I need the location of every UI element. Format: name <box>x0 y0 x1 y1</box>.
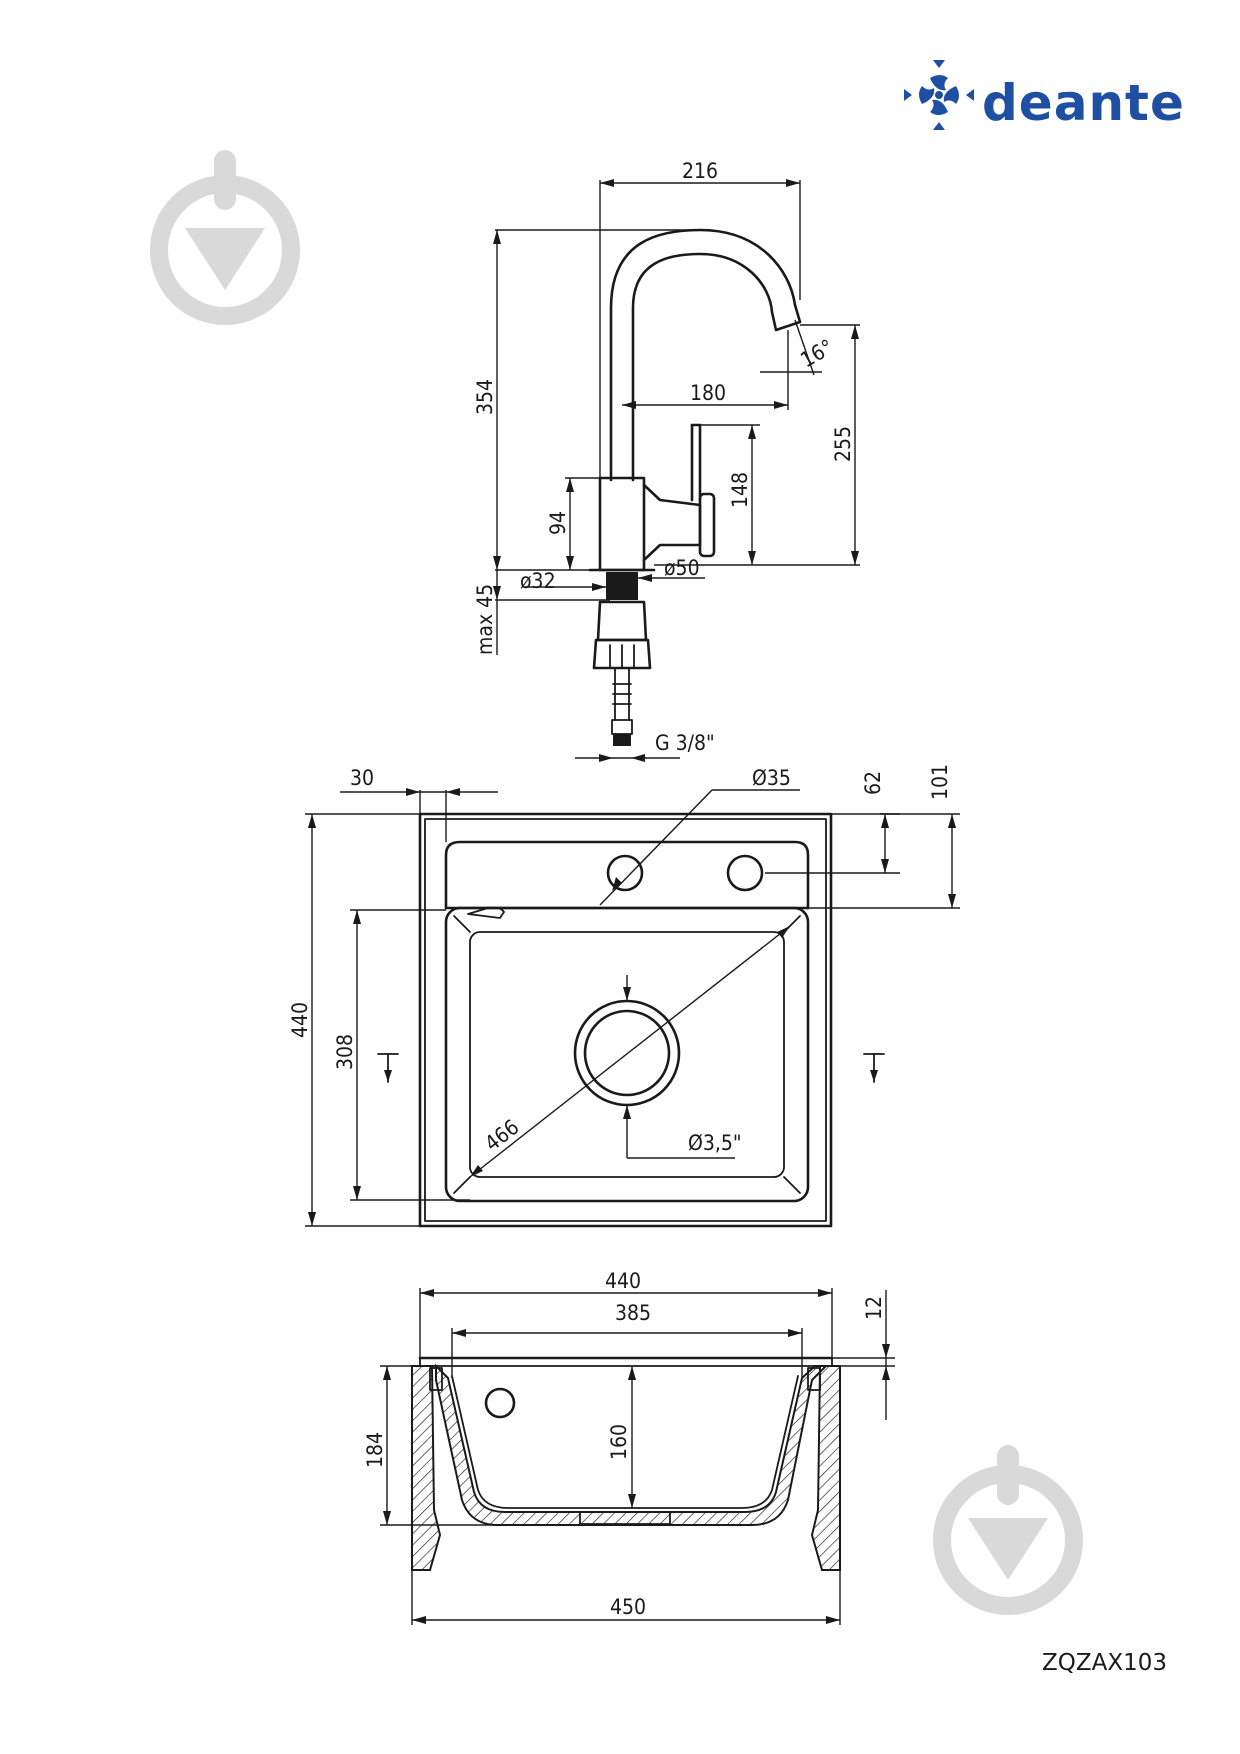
watermark-bottom-right <box>933 1445 1083 1615</box>
shield-check-icon <box>150 150 300 325</box>
sink-top-view: 466 Ø3,5" 30 Ø35 62 101 <box>288 764 960 1228</box>
brand-name: deante <box>982 74 1185 132</box>
dim-spout-height: 255 <box>831 426 855 462</box>
dim-bowl-offset: 101 <box>928 764 952 800</box>
shield-check-icon <box>933 1445 1083 1615</box>
sink-section-view: 440 385 12 184 160 450 <box>363 1269 895 1625</box>
product-code: ZQZAX103 <box>1042 1650 1167 1676</box>
dim-faucet-width: 216 <box>682 159 718 183</box>
dim-section-width: 440 <box>605 1269 641 1293</box>
dim-diagonal: 466 <box>480 1115 523 1156</box>
dim-max-thickness: max 45 <box>473 584 497 655</box>
dim-base-diameter: ø50 <box>664 556 700 580</box>
dim-body-height: 94 <box>546 511 570 535</box>
dim-tap-hole: Ø35 <box>752 766 791 790</box>
dim-rim-thickness: 12 <box>862 1296 886 1320</box>
dim-bowl-length: 308 <box>333 1034 357 1070</box>
section-mark-right <box>863 1053 885 1083</box>
dim-bowl-width: 385 <box>615 1301 651 1325</box>
dim-faucet-reach: 180 <box>690 381 726 405</box>
dim-connection: G 3/8" <box>655 731 715 755</box>
dim-cabinet-height: 184 <box>363 1432 387 1468</box>
dim-bowl-depth: 160 <box>607 1424 631 1460</box>
dim-tap-hole-offset: 62 <box>861 771 885 795</box>
watermark-top-left <box>150 150 300 325</box>
dim-faucet-height: 354 <box>473 379 497 415</box>
brand-logo: deante <box>904 60 1185 132</box>
dim-sink-depth: 440 <box>288 1002 312 1038</box>
dim-lever-height: 148 <box>728 472 752 508</box>
dim-edge-offset: 30 <box>350 766 374 790</box>
dim-drain: Ø3,5" <box>688 1131 742 1155</box>
section-mark-left <box>377 1053 399 1083</box>
deante-logo-icon <box>904 60 974 130</box>
faucet-drawing: 216 354 180 16° 255 148 <box>473 159 860 762</box>
dim-cabinet-width: 450 <box>610 1595 646 1619</box>
dim-hole-diameter: ø32 <box>520 569 556 593</box>
